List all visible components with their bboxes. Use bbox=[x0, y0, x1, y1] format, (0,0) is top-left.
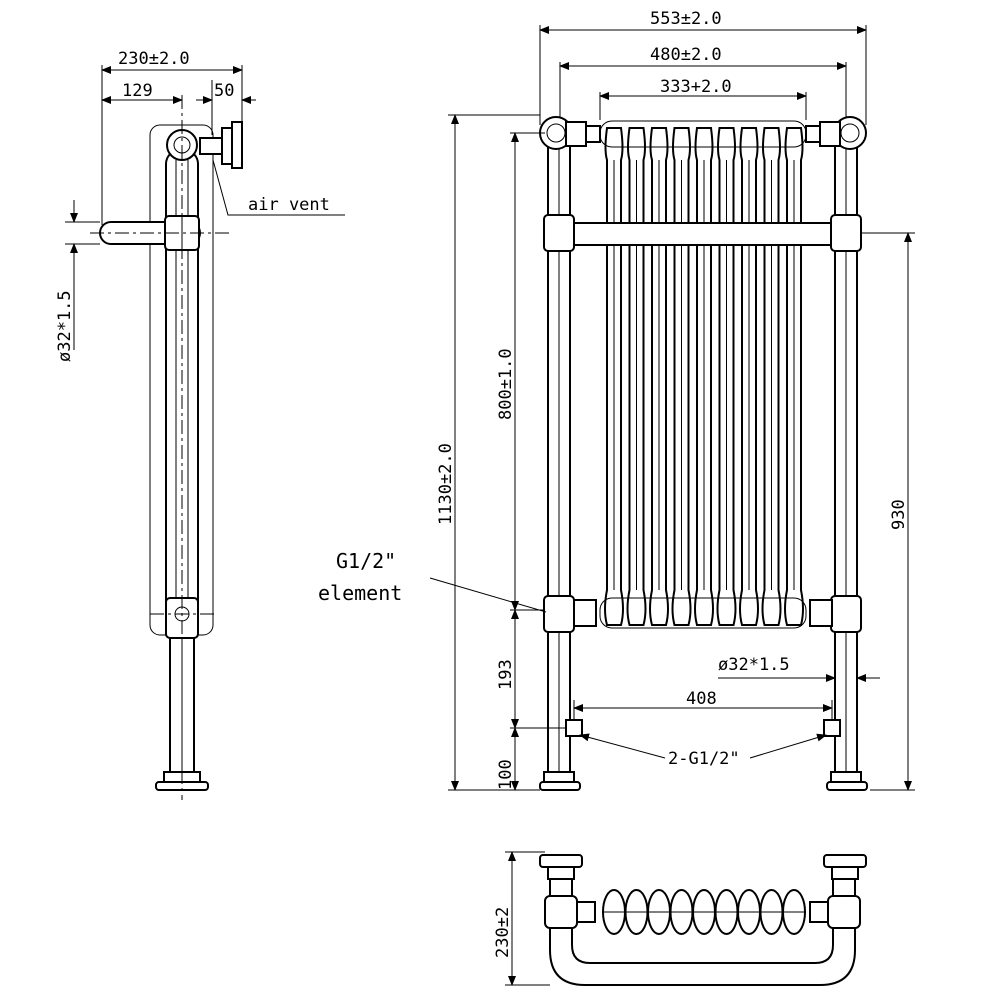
column-radiator bbox=[604, 127, 804, 626]
top-left-fitting bbox=[544, 895, 578, 929]
dim-408: 408 bbox=[686, 689, 717, 709]
label-air-vent: air vent bbox=[248, 195, 330, 215]
dim-total-height: 1130±2.0 bbox=[436, 443, 456, 525]
left-foot bbox=[539, 781, 581, 791]
bottom-header bbox=[599, 597, 807, 629]
top-right-fitting bbox=[827, 895, 861, 929]
label-connections: 2-G1/2" bbox=[668, 749, 740, 769]
dim-193: 193 bbox=[496, 659, 516, 690]
dim-side-50: 50 bbox=[214, 81, 234, 101]
right-foot bbox=[826, 781, 868, 791]
dim-column-height: 800±1.0 bbox=[496, 348, 516, 420]
label-element-line1: G1/2" bbox=[336, 549, 396, 573]
side-view: 230±2.0 129 50 ø32*1.5 air vent bbox=[55, 49, 345, 800]
label-element-line2: element bbox=[318, 581, 402, 605]
dim-top-depth: 230±2 bbox=[493, 907, 513, 958]
right-bottom-fitting bbox=[830, 595, 862, 633]
dim-column-width: 333+2.0 bbox=[660, 77, 732, 97]
left-rail-bracket bbox=[543, 214, 575, 252]
dim-front-pipe-diameter: ø32*1.5 bbox=[718, 655, 790, 675]
top-header bbox=[599, 120, 807, 148]
top-u-tube-outer bbox=[549, 868, 856, 986]
front-view: 553±2.0 480±2.0 333+2.0 1130±2.0 800±1.0… bbox=[318, 9, 915, 791]
dim-side-129: 129 bbox=[122, 81, 153, 101]
top-u-tube-inner bbox=[571, 868, 834, 964]
dim-side-depth: 230±2.0 bbox=[118, 49, 190, 69]
top-column-sections bbox=[602, 889, 806, 935]
dim-rail-height: 930 bbox=[889, 499, 909, 530]
front-towel-rail bbox=[547, 222, 859, 246]
dim-100: 100 bbox=[496, 759, 516, 790]
dim-rail-width: 480±2.0 bbox=[650, 45, 722, 65]
top-view: 230±2 bbox=[493, 851, 867, 986]
dim-overall-width: 553±2.0 bbox=[650, 9, 722, 29]
dim-side-pipe-diameter: ø32*1.5 bbox=[55, 290, 75, 362]
air-vent-fitting bbox=[199, 137, 223, 155]
left-bottom-fitting bbox=[543, 595, 575, 633]
right-rail-bracket bbox=[830, 214, 862, 252]
left-valve-connector bbox=[565, 719, 583, 737]
right-valve-connector bbox=[823, 719, 841, 737]
